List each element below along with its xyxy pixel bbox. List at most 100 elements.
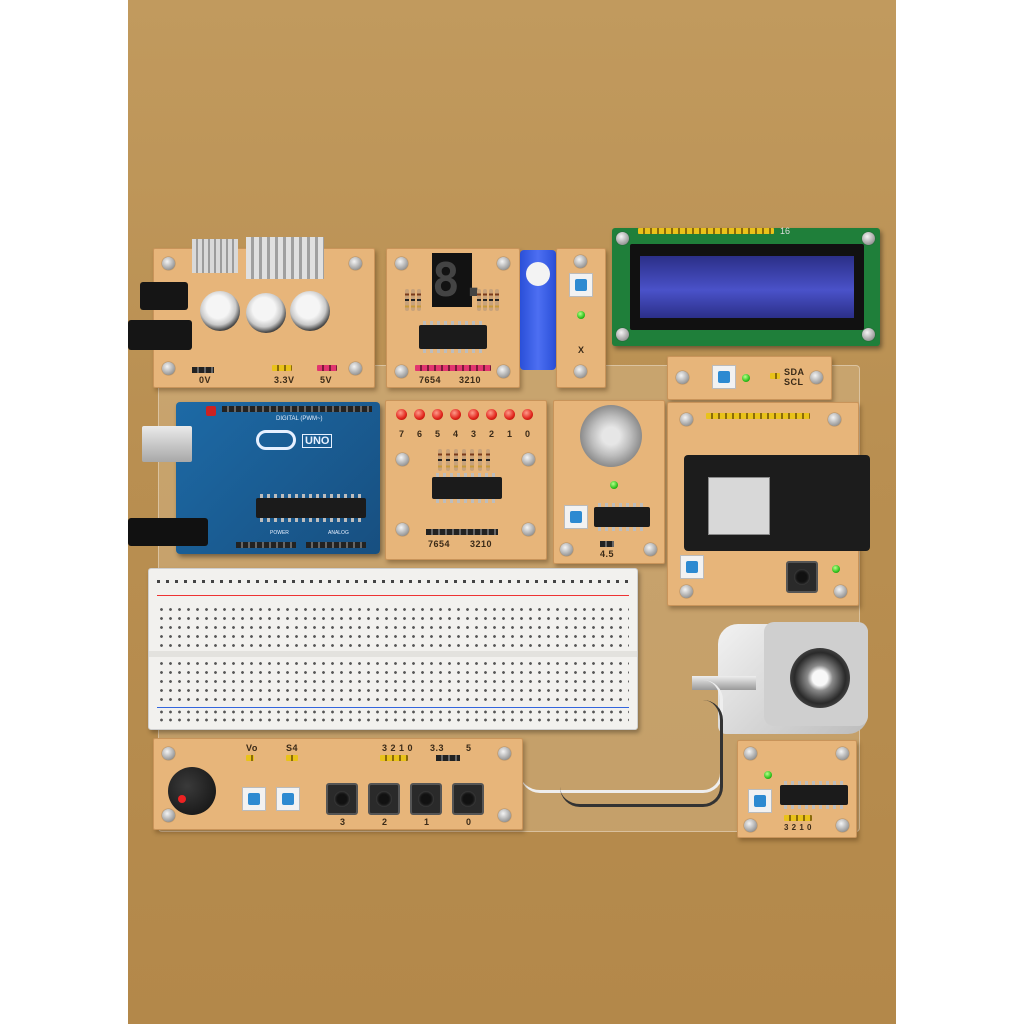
nodemcu-switch[interactable]: [680, 555, 704, 579]
label-scl: SCL: [784, 377, 804, 387]
label-5v: 5V: [320, 375, 333, 385]
lcd-screen: [640, 256, 854, 318]
label-vo: Vo: [246, 743, 258, 753]
stepper-switch[interactable]: [748, 789, 772, 813]
nodemcu-push-button[interactable]: [786, 561, 818, 593]
ic-chip: [419, 321, 487, 353]
wire-black: [560, 700, 723, 807]
seven-segment-board: 8. 7654 3210: [386, 248, 520, 388]
button-label-0: 0: [466, 817, 472, 827]
resistor: [489, 289, 493, 311]
resistor: [405, 289, 409, 311]
resistor: [411, 289, 415, 311]
dc-motor-board: 4.5: [553, 400, 665, 564]
label-3v3: 3.3V: [274, 375, 295, 385]
arduino-model-label: UNO: [302, 434, 333, 448]
bit-label-low: 3210: [470, 539, 493, 549]
screw: [828, 413, 841, 426]
pin-header: [426, 529, 498, 535]
usb-b-port: [142, 426, 192, 462]
screw: [574, 365, 587, 378]
label-sda: SDA: [784, 367, 805, 377]
led-green: [610, 481, 618, 489]
screw: [162, 747, 175, 760]
screw: [498, 747, 511, 760]
label-s4: S4: [286, 743, 299, 753]
pin-header: [272, 365, 292, 371]
pin-header: [415, 365, 491, 371]
i2c-board: SDA SCL: [667, 356, 832, 400]
screw: [162, 362, 175, 375]
resistor: [454, 449, 458, 471]
switch-label: X: [578, 345, 585, 355]
dc-motor: [580, 405, 642, 467]
push-button-1[interactable]: [410, 783, 442, 815]
breadboard-channel: [149, 651, 637, 657]
screw: [836, 747, 849, 760]
lcd-pin-header: [638, 228, 774, 234]
dc-barrel-jack: [128, 518, 208, 546]
label-5: 5: [466, 743, 472, 753]
stepper-shaft-hub: [790, 648, 850, 708]
screw: [395, 257, 408, 270]
pin-header: [600, 541, 614, 547]
push-button-0[interactable]: [452, 783, 484, 815]
arduino-analog-label: ANALOG: [328, 530, 349, 536]
switch-vo[interactable]: [242, 787, 266, 811]
motor-switch[interactable]: [564, 505, 588, 529]
capacitor: [290, 291, 330, 331]
toggle-switch[interactable]: [569, 273, 593, 297]
breadboard-holes-top: [157, 605, 629, 649]
screw: [497, 257, 510, 270]
button-label-2: 2: [382, 817, 388, 827]
led-number: 0: [525, 429, 531, 439]
screw: [498, 809, 511, 822]
pin-header: [784, 815, 812, 821]
pin-header: [246, 755, 254, 761]
led-green: [832, 565, 840, 573]
lcd-pin-label: 16: [780, 226, 791, 236]
led-number: 3: [471, 429, 477, 439]
label-bits: 3 2 1 0: [382, 743, 414, 753]
push-button-2[interactable]: [368, 783, 400, 815]
stepper-label: 3 2 1 0: [784, 823, 812, 832]
esp8266-shield: [708, 477, 770, 535]
button-label-3: 3: [340, 817, 346, 827]
motor-label: 4.5: [600, 549, 615, 559]
led-green: [742, 374, 750, 382]
breadboard: [148, 568, 638, 730]
stepper-driver-board: 3 2 1 0: [737, 740, 857, 838]
screw: [395, 365, 408, 378]
led-board: 7 6 5 4 3 2 1 0 7654 3210: [385, 400, 547, 560]
resistor: [462, 449, 466, 471]
screw: [744, 819, 757, 832]
atmega-chip: [256, 494, 366, 522]
capacitor: [246, 293, 286, 333]
screw: [396, 523, 409, 536]
label-3v3: 3.3: [430, 743, 445, 753]
capacitor: [200, 291, 240, 331]
arduino-uno-board: DIGITAL (PWM~) UNO POWER ANALOG: [176, 402, 380, 554]
pin-header: [380, 755, 408, 761]
switch-s4[interactable]: [276, 787, 300, 811]
led-red: [468, 409, 479, 420]
i2c-switch[interactable]: [712, 365, 736, 389]
potentiometer-knob[interactable]: [168, 767, 216, 815]
stepper-motor: [692, 612, 884, 738]
pin-header: [770, 373, 780, 379]
reset-button[interactable]: [206, 406, 216, 416]
ic-chip: [432, 473, 502, 503]
arduino-logo-icon: [256, 430, 296, 450]
screw: [676, 371, 689, 384]
resistor: [478, 449, 482, 471]
nodemcu-board: [667, 402, 870, 606]
led-red: [504, 409, 515, 420]
led-number: 7: [399, 429, 405, 439]
power-supply-board: 0V 3.3V 5V: [153, 237, 375, 388]
lcd-module: 16: [612, 226, 880, 346]
led-red: [396, 409, 407, 420]
push-button-3[interactable]: [326, 783, 358, 815]
label-0v: 0V: [199, 375, 212, 385]
screw: [574, 255, 587, 268]
